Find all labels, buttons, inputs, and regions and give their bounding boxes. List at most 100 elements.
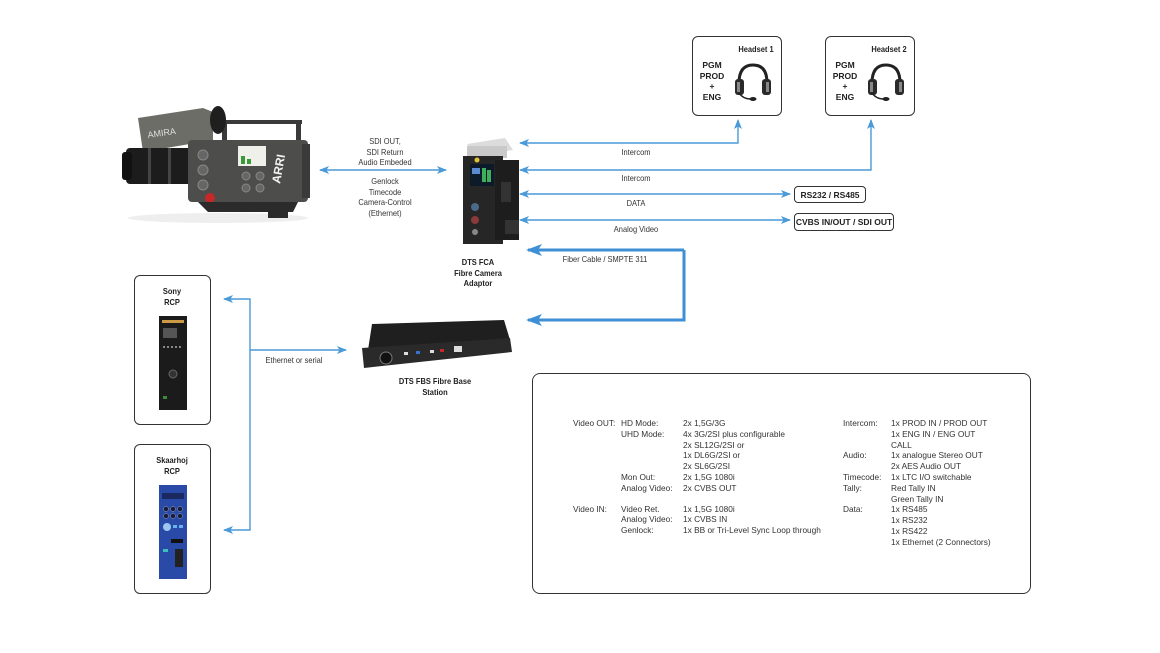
cinema-camera-icon: AMIRA ARRI bbox=[122, 106, 310, 223]
fca-name: DTS FCA Fibre Camera Adaptor bbox=[443, 257, 513, 289]
fiber-cable-label: Fiber Cable / SMPTE 311 bbox=[562, 254, 648, 264]
cvbs-sdi-tag: CVBS IN/OUT / SDI OUT bbox=[794, 213, 894, 231]
label-line: SDI Return bbox=[366, 146, 404, 157]
spec-value: 1x ENG IN / ENG OUT bbox=[891, 428, 976, 439]
spec-value: 1x RS422 bbox=[891, 525, 928, 536]
label-line: Fibre Camera bbox=[454, 267, 502, 278]
spec-item: Mon Out: 2x 1,5G 1080i bbox=[621, 472, 785, 483]
rcp-bus-link bbox=[223, 295, 251, 534]
spec-value: 1x LTC I/O switchable bbox=[891, 471, 972, 482]
svg-text:AMIRA: AMIRA bbox=[147, 126, 177, 140]
spec-item: HD Mode: 2x 1,5G/3G bbox=[621, 418, 785, 429]
spec-item: UHD Mode: 4x 3G/2SI plus configurable 2x… bbox=[621, 429, 785, 472]
ethernet-serial-label: Ethernet or serial bbox=[265, 355, 323, 365]
label-line: DTS FBS Fibre Base bbox=[398, 376, 472, 386]
analog-video-label: Analog Video bbox=[613, 224, 659, 234]
spec-value: 2x CVBS OUT bbox=[683, 482, 737, 493]
spec-value: 4x 3G/2SI plus configurable bbox=[683, 428, 785, 439]
label-line: RCP bbox=[164, 465, 180, 476]
channel-prod: PROD bbox=[832, 70, 858, 81]
spec-value: 1x Ethernet (2 Connectors) bbox=[891, 536, 991, 547]
intercom-1-label: Intercom bbox=[621, 147, 651, 157]
channel-eng: ENG bbox=[702, 91, 722, 102]
intercom-2-link bbox=[519, 119, 875, 174]
channel-pgm: PGM bbox=[835, 60, 855, 70]
spec-item-timecode: Timecode: 1x LTC I/O switchable bbox=[843, 472, 991, 483]
spec-value: 2x SL6G/2SI bbox=[683, 461, 731, 472]
spec-key: Tally: bbox=[843, 482, 862, 493]
spec-key: UHD Mode: bbox=[621, 428, 665, 439]
headset-icon bbox=[735, 63, 771, 101]
spec-item: Analog Video: 2x CVBS OUT bbox=[621, 483, 785, 494]
data-label: DATA bbox=[626, 198, 646, 208]
channel-plus: + bbox=[842, 81, 848, 91]
label-line: Sony bbox=[162, 286, 182, 296]
spec-value: Red Tally IN bbox=[891, 482, 936, 493]
label-line: Adaptor bbox=[463, 278, 493, 288]
spec-value: 2x AES Audio OUT bbox=[891, 461, 962, 472]
fiber-link bbox=[526, 250, 686, 326]
label-line: Timecode bbox=[368, 186, 402, 197]
fibre-base-station-icon bbox=[362, 320, 512, 368]
spec-value: 1x analogue Stereo OUT bbox=[891, 450, 983, 461]
spec-item: Genlock: 1x BB or Tri-Level Sync Loop thr… bbox=[621, 525, 821, 536]
specs-panel bbox=[532, 373, 1031, 594]
spec-value: Green Tally IN bbox=[891, 493, 944, 504]
spec-key: Data: bbox=[843, 504, 863, 515]
channel-plus: + bbox=[709, 81, 715, 91]
skaarhoj-rcp-panel-icon bbox=[159, 485, 187, 579]
skaarhoj-rcp-name: Skaarhoj RCP bbox=[139, 455, 204, 476]
spec-key: HD Mode: bbox=[621, 418, 659, 428]
label-line: SDI OUT, bbox=[369, 136, 401, 146]
channel-eng: ENG bbox=[835, 91, 855, 102]
fibre-camera-adaptor-icon bbox=[463, 138, 519, 244]
spec-value: 1x DL6G/2SI or bbox=[683, 450, 741, 461]
label-line: RCP bbox=[164, 296, 180, 307]
camera-link-label-bottom: Genlock Timecode Camera-Control (Etherne… bbox=[350, 176, 420, 218]
label-line: Camera-Control bbox=[358, 197, 412, 207]
spec-key: Intercom: bbox=[843, 418, 878, 428]
spec-item: Analog Video:1x CVBS IN bbox=[621, 514, 821, 525]
label-line: Station bbox=[422, 386, 448, 397]
headset-1-title: Headset 1 bbox=[738, 44, 774, 54]
rs232-rs485-tag: RS232 / RS485 bbox=[794, 186, 866, 203]
spec-group-label: Video OUT: bbox=[573, 418, 616, 428]
spec-item: Video Ret. 1x 1,5G 1080i bbox=[621, 504, 821, 515]
spec-key: Genlock: bbox=[621, 525, 654, 536]
spec-key: Video Ret. bbox=[621, 503, 660, 514]
spec-value: 1x 1,5G 1080i bbox=[683, 503, 735, 514]
label-line: Skaarhoj bbox=[156, 455, 188, 465]
spec-group-video-in: Video IN: Video Ret. 1x 1,5G 1080i Analog… bbox=[573, 504, 821, 536]
fbs-name: DTS FBS Fibre Base Station bbox=[387, 376, 484, 397]
spec-value: 2x 1,5G 1080i bbox=[683, 471, 735, 482]
sony-rcp-box: Sony RCP bbox=[134, 275, 211, 425]
spec-value: 1x CVBS IN bbox=[683, 514, 728, 525]
headset-icon bbox=[868, 63, 904, 101]
spec-group-video-out: Video OUT: HD Mode: 2x 1,5G/3G UHD Mode: … bbox=[573, 418, 821, 494]
spec-value: 2x SL12G/2SI or bbox=[683, 439, 745, 450]
spec-key: Audio: bbox=[843, 450, 867, 461]
spec-value: 2x 1,5G/3G bbox=[683, 418, 726, 428]
label-line: Genlock bbox=[371, 176, 399, 186]
spec-key: Analog Video: bbox=[621, 482, 673, 493]
spec-key: Mon Out: bbox=[621, 471, 656, 482]
label-line: Audio Embeded bbox=[358, 157, 412, 167]
spec-value: 1x RS232 bbox=[891, 515, 928, 526]
sony-rcp-panel-icon bbox=[159, 316, 187, 410]
svg-text:ARRI: ARRI bbox=[269, 153, 288, 184]
spec-group-label: Video IN: bbox=[573, 503, 607, 514]
sony-rcp-name: Sony RCP bbox=[139, 286, 204, 307]
spec-value: 1x BB or Tri-Level Sync Loop through bbox=[683, 525, 821, 536]
headset-2-channels: PGM PROD + ENG bbox=[832, 60, 858, 102]
spec-value: 1x PROD IN / PROD OUT bbox=[891, 418, 988, 428]
spec-value: CALL bbox=[891, 439, 912, 450]
specs-left: Video OUT: HD Mode: 2x 1,5G/3G UHD Mode: … bbox=[573, 418, 821, 536]
headset-2-title: Headset 2 bbox=[871, 44, 907, 54]
label-line: (Ethernet) bbox=[368, 207, 402, 218]
